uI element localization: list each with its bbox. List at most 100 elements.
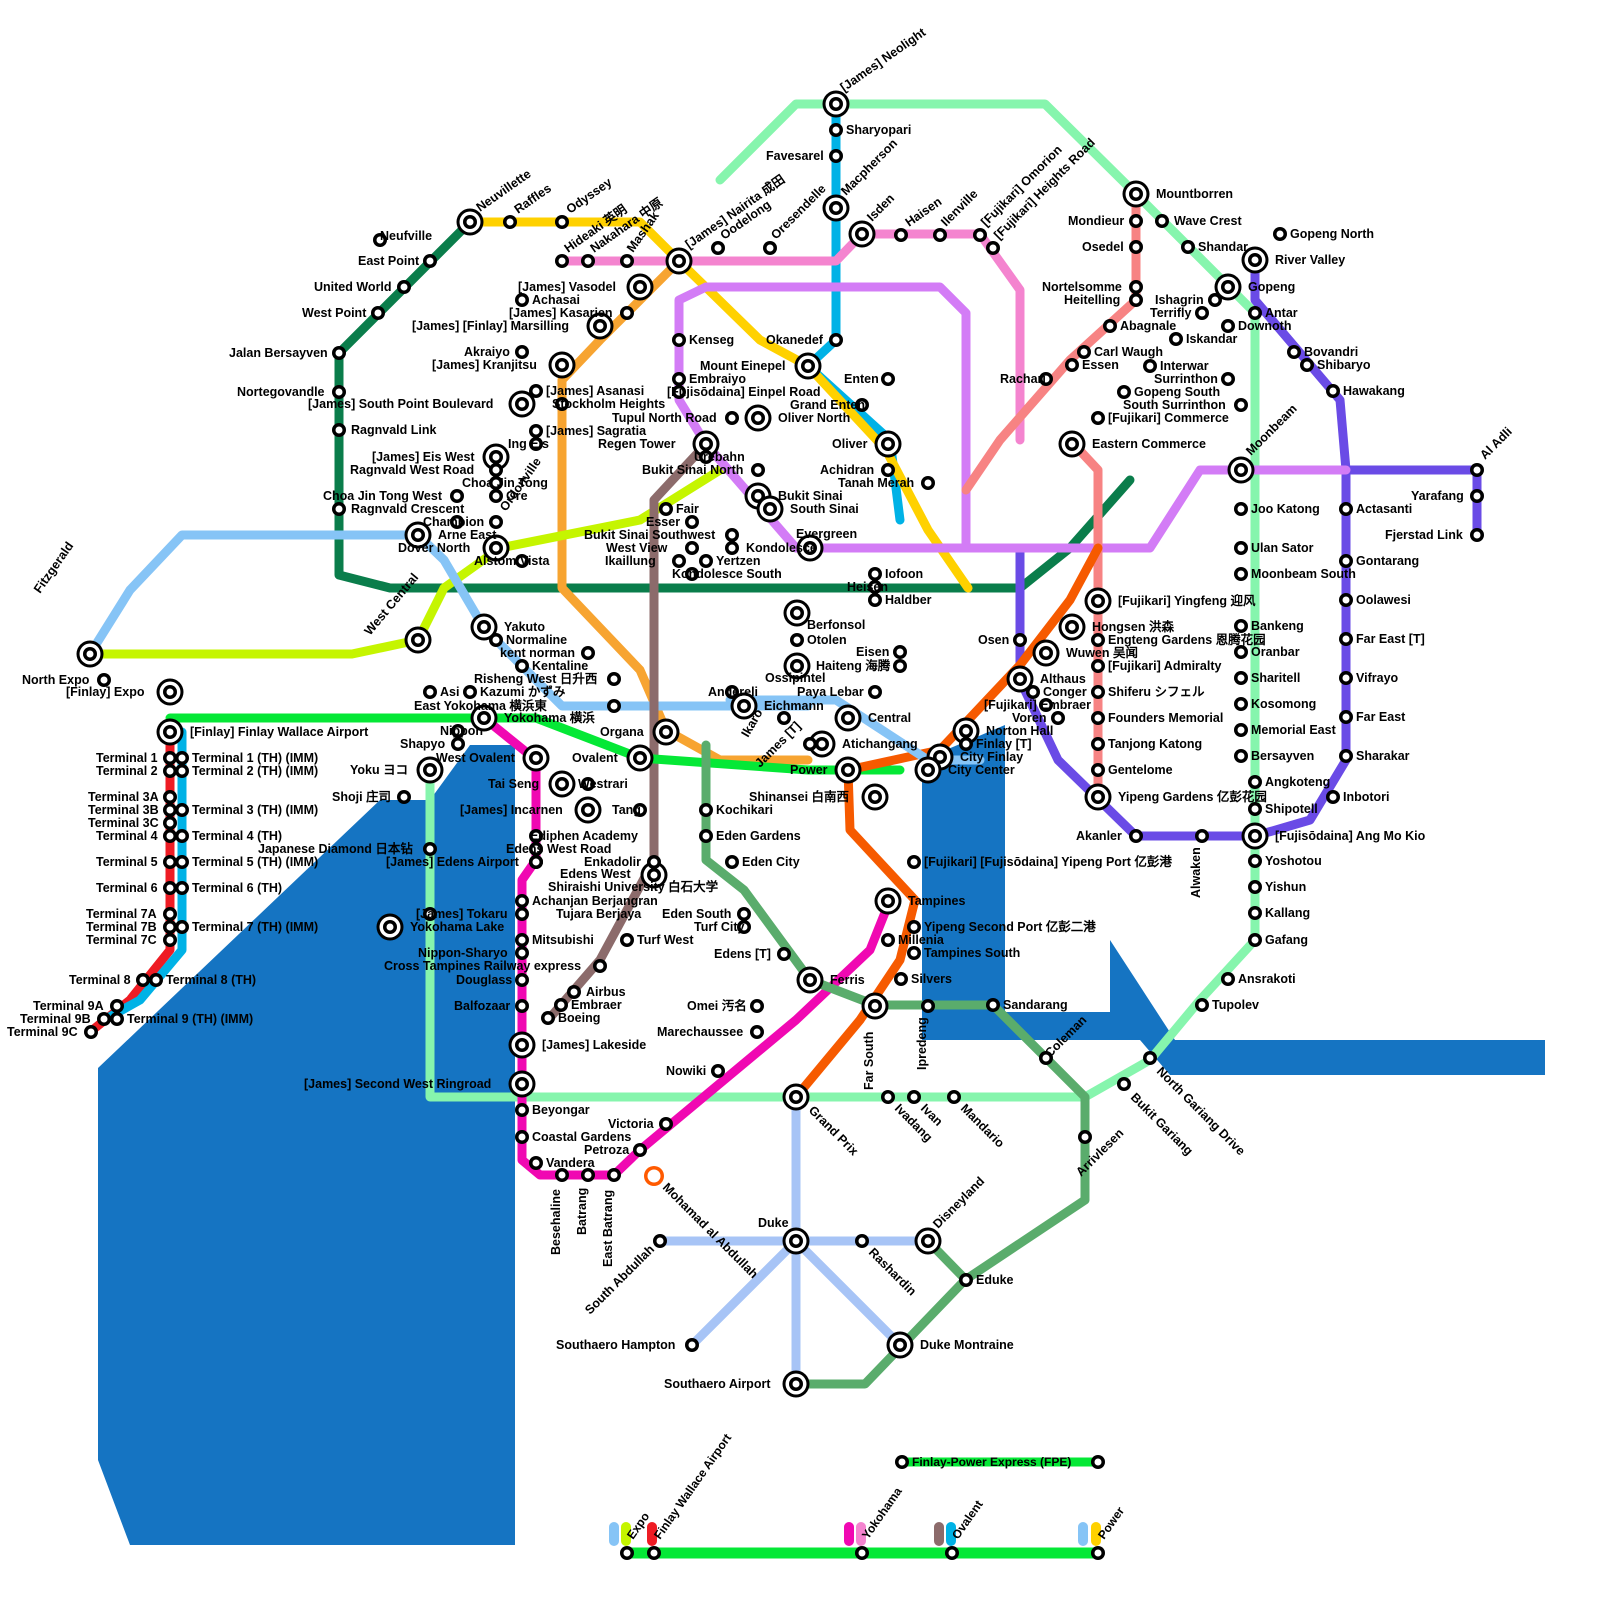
station[interactable] bbox=[1228, 457, 1255, 484]
station[interactable] bbox=[581, 254, 595, 268]
station[interactable] bbox=[1248, 854, 1262, 868]
station[interactable] bbox=[1234, 502, 1248, 516]
station[interactable] bbox=[515, 894, 529, 908]
station[interactable] bbox=[1234, 697, 1248, 711]
station[interactable] bbox=[893, 645, 907, 659]
station[interactable] bbox=[1129, 280, 1143, 294]
station[interactable] bbox=[711, 1064, 725, 1078]
station[interactable] bbox=[1248, 933, 1262, 947]
station[interactable] bbox=[1248, 880, 1262, 894]
station[interactable] bbox=[790, 633, 804, 647]
station[interactable] bbox=[529, 1156, 543, 1170]
station[interactable] bbox=[1155, 214, 1169, 228]
station[interactable] bbox=[515, 907, 529, 921]
station[interactable] bbox=[515, 933, 529, 947]
station[interactable] bbox=[835, 757, 862, 784]
station[interactable] bbox=[1234, 671, 1248, 685]
station[interactable] bbox=[907, 855, 921, 869]
station[interactable] bbox=[541, 1011, 555, 1025]
station[interactable] bbox=[1339, 749, 1353, 763]
station[interactable] bbox=[633, 1143, 647, 1157]
station[interactable] bbox=[855, 1234, 869, 1248]
station[interactable] bbox=[157, 719, 184, 746]
station[interactable] bbox=[868, 593, 882, 607]
station[interactable] bbox=[1059, 614, 1086, 641]
station[interactable] bbox=[959, 737, 973, 751]
station[interactable] bbox=[647, 855, 661, 869]
station[interactable] bbox=[986, 241, 1000, 255]
station[interactable] bbox=[1091, 711, 1105, 725]
station[interactable] bbox=[725, 411, 739, 425]
station[interactable] bbox=[515, 946, 529, 960]
station[interactable] bbox=[1051, 711, 1065, 725]
station[interactable] bbox=[699, 803, 713, 817]
station[interactable] bbox=[672, 372, 686, 386]
station[interactable] bbox=[737, 907, 751, 921]
station[interactable] bbox=[1326, 384, 1340, 398]
station[interactable] bbox=[1129, 829, 1143, 843]
station[interactable] bbox=[423, 685, 437, 699]
station[interactable] bbox=[725, 855, 739, 869]
station[interactable] bbox=[1143, 1051, 1157, 1065]
station[interactable] bbox=[653, 719, 680, 746]
station[interactable] bbox=[1143, 359, 1157, 373]
station[interactable] bbox=[1091, 685, 1105, 699]
station[interactable] bbox=[515, 1130, 529, 1144]
station[interactable] bbox=[607, 1168, 621, 1182]
station[interactable] bbox=[163, 881, 177, 895]
station[interactable] bbox=[1065, 358, 1079, 372]
station[interactable] bbox=[1470, 528, 1484, 542]
station[interactable] bbox=[163, 855, 177, 869]
station[interactable] bbox=[163, 933, 177, 947]
station[interactable] bbox=[887, 1332, 914, 1359]
station[interactable] bbox=[907, 920, 921, 934]
station[interactable] bbox=[881, 933, 895, 947]
station[interactable] bbox=[1059, 431, 1086, 458]
station[interactable] bbox=[795, 353, 822, 380]
station[interactable] bbox=[1221, 372, 1235, 386]
station[interactable] bbox=[110, 1012, 124, 1026]
station[interactable] bbox=[593, 959, 607, 973]
station[interactable] bbox=[555, 215, 569, 229]
station[interactable] bbox=[581, 646, 595, 660]
station[interactable] bbox=[1091, 763, 1105, 777]
station[interactable] bbox=[163, 816, 177, 830]
station[interactable] bbox=[84, 1025, 98, 1039]
station[interactable] bbox=[1234, 541, 1248, 555]
station[interactable] bbox=[377, 914, 404, 941]
station[interactable] bbox=[581, 1168, 595, 1182]
station[interactable] bbox=[163, 790, 177, 804]
station[interactable] bbox=[1013, 633, 1027, 647]
station[interactable] bbox=[1221, 972, 1235, 986]
station[interactable] bbox=[1091, 633, 1105, 647]
station[interactable] bbox=[907, 946, 921, 960]
station[interactable] bbox=[1195, 306, 1209, 320]
station[interactable] bbox=[175, 829, 189, 843]
station[interactable] bbox=[489, 515, 503, 529]
station[interactable] bbox=[567, 985, 581, 999]
station-special[interactable] bbox=[644, 1166, 664, 1186]
station[interactable] bbox=[1085, 588, 1112, 615]
station[interactable] bbox=[523, 745, 550, 772]
station[interactable] bbox=[1339, 593, 1353, 607]
station[interactable] bbox=[529, 424, 543, 438]
station[interactable] bbox=[1103, 319, 1117, 333]
station[interactable] bbox=[607, 672, 621, 686]
station[interactable] bbox=[509, 1071, 536, 1098]
station[interactable] bbox=[763, 241, 777, 255]
station[interactable] bbox=[423, 254, 437, 268]
station[interactable] bbox=[620, 933, 634, 947]
station[interactable] bbox=[881, 1090, 895, 1104]
station[interactable] bbox=[332, 346, 346, 360]
station[interactable] bbox=[607, 699, 621, 713]
station[interactable] bbox=[1287, 345, 1301, 359]
station[interactable] bbox=[1077, 345, 1091, 359]
station[interactable] bbox=[549, 771, 576, 798]
station[interactable] bbox=[797, 967, 824, 994]
station[interactable] bbox=[627, 745, 654, 772]
station[interactable] bbox=[1339, 632, 1353, 646]
station[interactable] bbox=[1248, 775, 1262, 789]
station[interactable] bbox=[868, 685, 882, 699]
station[interactable] bbox=[829, 149, 843, 163]
station[interactable] bbox=[666, 248, 693, 275]
